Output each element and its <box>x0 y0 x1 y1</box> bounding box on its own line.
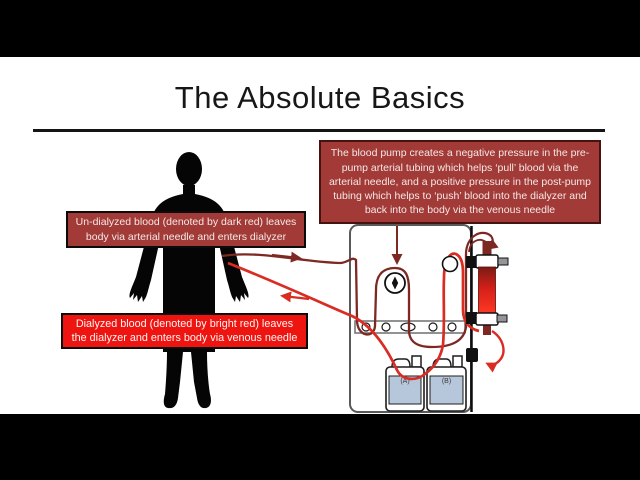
callout-undialyzed-blood: Un-dialyzed blood (denoted by dark red) … <box>66 211 306 248</box>
callout-dialyzed-blood: Dialyzed blood (denoted by bright red) l… <box>61 313 308 349</box>
flow-arrow-to-machine <box>271 251 302 263</box>
drip-chamber <box>441 255 459 273</box>
title-underline <box>33 129 605 132</box>
dialysate-jug-b: (B) <box>426 355 467 412</box>
patient-left-leg <box>163 352 183 409</box>
dialyzer <box>466 241 509 362</box>
page-title: The Absolute Basics <box>174 80 466 115</box>
dialyzer-top-stem <box>482 241 492 256</box>
pole-clamp-top <box>466 256 477 268</box>
letterbox-top <box>0 0 640 57</box>
venous-line-tube <box>227 252 480 381</box>
dialysate-jug-a: (A) <box>385 355 425 412</box>
dialyzer-cap-top <box>475 254 499 269</box>
patient-silhouette <box>129 152 249 409</box>
dialyzer-port-bottom <box>496 314 508 323</box>
dialyzer-inflow-swirl-arrow <box>464 231 499 255</box>
dialyzer-body <box>478 266 496 315</box>
flow-arrow-to-patient <box>280 291 310 303</box>
blood-pump <box>384 272 406 294</box>
pole-clamp-bottom <box>466 312 477 324</box>
arterial-line-tube <box>221 253 468 349</box>
letterbox-bottom <box>0 414 640 480</box>
blood-pump-rotor-icon <box>391 276 399 290</box>
jug-b-label: (B) <box>442 378 451 385</box>
venous-return-arrow <box>485 330 505 373</box>
dialyzer-bottom-stem <box>483 322 491 335</box>
patient-head <box>176 152 202 186</box>
dialyzer-port-top <box>497 257 509 266</box>
pole-clamp-lower <box>466 348 478 362</box>
callout-blood-pump: The blood pump creates a negative pressu… <box>319 140 601 224</box>
patient-right-leg <box>191 352 211 409</box>
jug-a-label: (A) <box>400 378 409 385</box>
dialyzer-cap-bottom <box>475 312 499 326</box>
